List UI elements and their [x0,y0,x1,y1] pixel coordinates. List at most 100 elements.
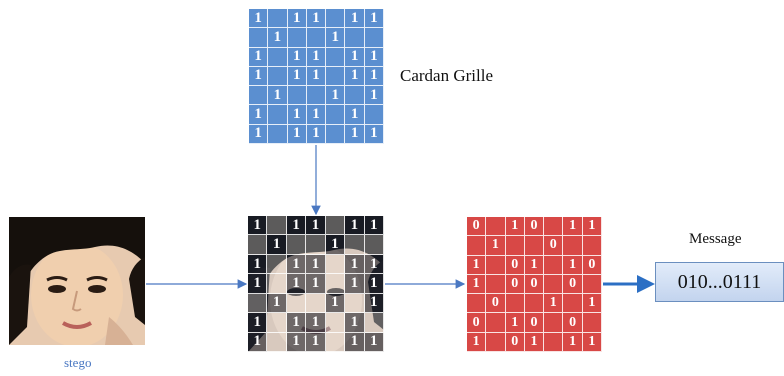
decoded-cell: 1 [505,217,525,237]
overlay-cell: 1 [306,274,326,294]
overlay-cell [267,274,287,294]
overlay-cell [325,216,346,236]
grille-cell: 1 [249,47,269,67]
decoded-cell: 0 [505,332,525,352]
overlay-cell [325,313,346,333]
grille-cell [268,124,288,144]
overlay-cell: 1 [325,235,346,255]
decoded-cell: 0 [563,313,583,333]
decoded-cell: 1 [486,236,506,256]
grille-cell: 1 [306,9,327,29]
decoded-cell: 0 [467,313,487,333]
overlay-cell: 1 [306,216,326,236]
overlay-cell: 1 [345,313,365,333]
decoded-cell [524,294,545,314]
decoded-cell [582,236,602,256]
decoded-cell [544,255,564,275]
grille-cell [268,66,288,87]
overlay-cell [248,293,268,314]
decoded-cell: 1 [563,217,583,237]
message-box: 010...0111 [655,262,784,302]
decoded-cell: 1 [544,294,564,314]
grille-cell: 1 [287,47,307,67]
overlay-cell [325,254,346,275]
decoded-cell [486,274,506,295]
grille-cell: 1 [306,66,327,87]
decoded-cell [486,332,506,352]
overlay-cell [325,274,346,294]
decoded-cell [505,236,525,256]
grille-cell: 1 [364,86,384,106]
overlay-cell: 1 [248,332,268,352]
grille-cell: 1 [287,105,307,125]
decoded-cell [582,274,602,295]
overlay-cell: 1 [286,274,307,294]
grille-cell: 1 [364,9,384,29]
stego-image [9,217,145,345]
decoded-cell: 0 [505,274,525,295]
decoded-cell [544,332,564,352]
overlay-cell [267,216,287,236]
grille-cell: 1 [249,105,269,125]
grille-cell [268,9,288,29]
decoded-cell [563,294,583,314]
grille-cell: 1 [249,124,269,144]
decoded-cell: 0 [524,313,545,333]
grille-cell: 1 [364,66,384,87]
overlay-cell [364,313,384,333]
grille-cell: 1 [364,47,384,67]
grille-cell: 1 [345,66,365,87]
decoded-cell: 1 [467,274,487,295]
grille-cell [326,105,346,125]
grille-cell: 1 [287,66,307,87]
stego-label: stego [64,355,92,370]
overlay-cell: 1 [345,254,365,275]
grille-cell: 1 [249,66,269,87]
decoded-cell: 1 [524,255,545,275]
overlay-cell: 1 [248,313,268,333]
decoded-cell [582,313,602,333]
decoded-cell [544,313,564,333]
grille-cell: 1 [249,9,269,29]
decoded-cell: 0 [544,236,564,256]
overlay-cell: 1 [286,254,307,275]
overlay-cell: 1 [306,254,326,275]
grille-cell: 1 [345,105,365,125]
decoded-cell: 1 [467,332,487,352]
overlay-cell [286,293,307,314]
decoded-cell: 0 [467,217,487,237]
grille-cell [326,9,346,29]
decoded-cell: 0 [563,274,583,295]
grille-cell [345,28,365,48]
grille-cell [326,124,346,144]
grille-cell [326,66,346,87]
grille-cell: 1 [326,86,346,106]
overlay-cell: 1 [286,216,307,236]
grille-cell: 1 [326,28,346,48]
decoded-cell: 1 [505,313,525,333]
grille-cell: 1 [345,47,365,67]
overlay-cell: 1 [306,313,326,333]
overlay-cell: 1 [248,274,268,294]
grille-cell [364,105,384,125]
overlay-cell [248,235,268,255]
grille-cell [364,28,384,48]
overlay-cell: 1 [345,274,365,294]
cardan-grille-label: Cardan Grille [400,66,493,85]
grille-cell: 1 [306,105,327,125]
decoded-cell [544,217,564,237]
overlay-cell: 1 [364,216,384,236]
overlay-cell: 1 [325,293,346,314]
decoded-cell [486,313,506,333]
decoded-cell: 1 [563,255,583,275]
overlay-cell: 1 [345,332,365,352]
decoded-cell [524,236,545,256]
grille-cell: 1 [268,28,288,48]
decoded-cell: 1 [563,332,583,352]
overlay-cell: 1 [267,235,287,255]
decoded-cell: 1 [582,217,602,237]
overlay-cell [267,254,287,275]
decoded-cell [467,294,487,314]
